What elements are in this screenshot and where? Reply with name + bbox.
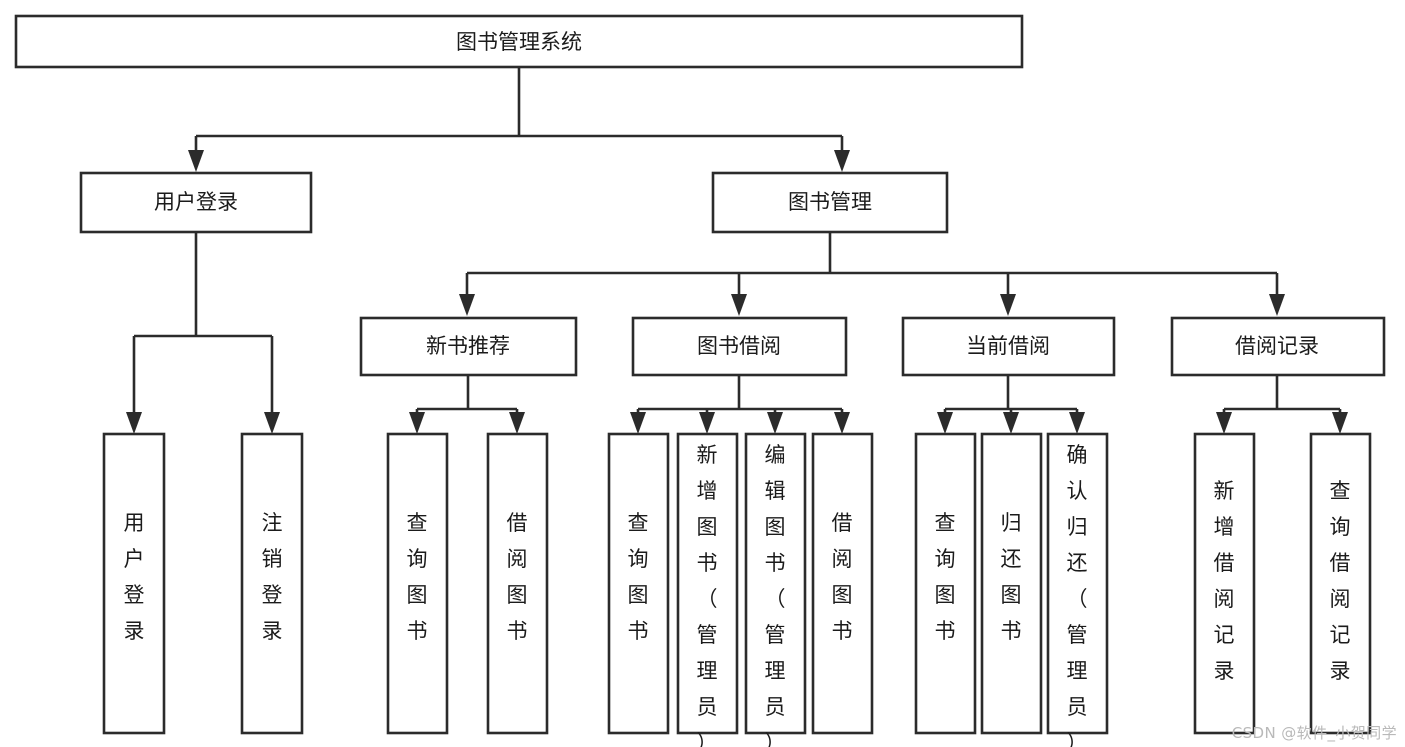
arrowhead-icon [767,412,783,434]
connector-user-login-to-leaves [126,232,280,434]
node-root[interactable]: 图书管理系统 [14,14,1024,69]
node-leaf-edit-book[interactable]: 编辑图书（管理员） [744,432,807,747]
arrowhead-icon [834,412,850,434]
node-leaf-user-login-label: 用户登录 [124,511,145,643]
node-leaf-borrow-book-1[interactable]: 借阅图书 [486,432,549,735]
node-root-label: 图书管理系统 [456,30,582,54]
node-leaf-borrow-book-2-label: 借阅图书 [832,511,853,643]
connector-book-management-to-level2 [459,232,1285,316]
node-leaf-user-login[interactable]: 用户登录 [102,432,166,735]
node-leaf-borrow-book-2[interactable]: 借阅图书 [811,432,874,735]
arrowhead-icon [699,412,715,434]
node-book-management[interactable]: 图书管理 [711,171,949,234]
node-leaf-query-book-3-label: 查询图书 [935,511,956,643]
node-book-borrow[interactable]: 图书借阅 [631,316,848,377]
watermark-text: CSDN @软件_小贺同学 [1231,724,1397,742]
node-leaf-query-record-label: 查询借阅记录 [1330,479,1351,683]
node-current-borrow-label: 当前借阅 [966,334,1050,358]
node-leaf-user-logout-label: 注销登录 [262,511,283,643]
node-borrow-record[interactable]: 借阅记录 [1170,316,1386,377]
arrowhead-icon [1003,412,1019,434]
arrowhead-icon [1000,294,1016,316]
node-leaf-confirm-return-label: 确认归还（管理员） [1067,443,1088,747]
arrowhead-icon [1332,412,1348,434]
arrowhead-icon [937,412,953,434]
arrowhead-icon [188,150,204,172]
node-leaf-edit-book-label: 编辑图书（管理员） [765,443,786,747]
node-user-login-label: 用户登录 [154,190,238,214]
arrowhead-icon [834,150,850,172]
node-new-book-recommend[interactable]: 新书推荐 [359,316,578,377]
arrowhead-icon [630,412,646,434]
node-leaf-user-logout[interactable]: 注销登录 [240,432,304,735]
node-leaf-return-book-label: 归还图书 [1001,511,1022,643]
node-user-login[interactable]: 用户登录 [79,171,313,234]
node-leaf-add-book-label: 新增图书（管理员） [697,443,718,747]
node-leaf-query-book-3[interactable]: 查询图书 [914,432,977,735]
node-leaf-add-record-label: 新增借阅记录 [1214,479,1235,683]
arrowhead-icon [459,294,475,316]
connector-current-borrow-to-leaves [937,375,1085,434]
connector-book-borrow-to-leaves [630,375,850,434]
arrowhead-icon [1069,412,1085,434]
node-leaf-confirm-return[interactable]: 确认归还（管理员） [1046,432,1109,747]
node-leaf-query-book-1-label: 查询图书 [407,511,428,643]
arrowhead-icon [1216,412,1232,434]
arrowhead-icon [409,412,425,434]
node-new-book-recommend-label: 新书推荐 [426,334,510,358]
node-leaf-query-book-2[interactable]: 查询图书 [607,432,670,735]
node-book-management-label: 图书管理 [788,190,872,214]
node-leaf-add-book[interactable]: 新增图书（管理员） [676,432,739,747]
connector-new-book-recommend-to-leaves [409,375,525,434]
node-leaf-borrow-book-1-label: 借阅图书 [507,511,528,643]
arrowhead-icon [126,412,142,434]
node-borrow-record-label: 借阅记录 [1235,334,1319,358]
node-leaf-return-book[interactable]: 归还图书 [980,432,1043,735]
node-current-borrow[interactable]: 当前借阅 [901,316,1116,377]
node-leaf-query-record[interactable]: 查询借阅记录 [1309,432,1372,735]
arrowhead-icon [509,412,525,434]
node-book-borrow-label: 图书借阅 [697,334,781,358]
connector-root-to-level1 [188,68,850,172]
node-leaf-add-record[interactable]: 新增借阅记录 [1193,432,1256,735]
connector-borrow-record-to-leaves [1216,375,1348,434]
node-leaf-query-book-2-label: 查询图书 [628,511,649,643]
arrowhead-icon [1269,294,1285,316]
arrowhead-icon [264,412,280,434]
arrowhead-icon [731,294,747,316]
node-leaf-query-book-1[interactable]: 查询图书 [386,432,449,735]
